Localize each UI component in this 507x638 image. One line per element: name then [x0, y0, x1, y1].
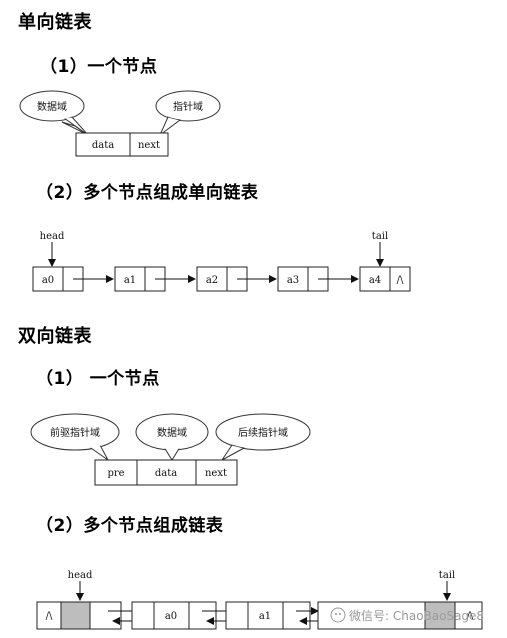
- field-data-label: data: [92, 140, 114, 151]
- singly-one-node-subtitle: （1）一个节点: [40, 57, 158, 77]
- prev-pointer-bubble: 前驱指针域: [30, 413, 120, 461]
- field-next-label: next: [138, 140, 160, 151]
- pointer-field-bubble: 指针域: [155, 90, 221, 137]
- next-pointer-bubble-label: 后续指针域: [238, 426, 288, 439]
- tail-label: tail: [439, 570, 455, 581]
- node-value: a1: [259, 611, 271, 622]
- data-field-bubble: 数据域: [19, 90, 89, 136]
- node-value: a3: [287, 275, 299, 286]
- singly-node-box: data next: [75, 132, 169, 157]
- null-pointer-symbol: /\: [46, 611, 53, 622]
- doubly-node-a1: a1: [225, 601, 311, 630]
- data-field-bubble-label: 数据域: [37, 100, 67, 113]
- doubly-node-diagram: 前驱指针域 数据域 后续指针域 pre data next: [30, 413, 311, 486]
- tail-label: tail: [372, 231, 388, 242]
- singly-linked-list-title: 单向链表: [18, 12, 92, 33]
- pointer-field-bubble-label: 指针域: [173, 100, 203, 113]
- watermark-text: 微信号: ChaoBaoSage8: [349, 609, 484, 623]
- watermark: 微信号: ChaoBaoSage8: [330, 607, 484, 623]
- field-pre-label: pre: [107, 468, 124, 479]
- node-value: a0: [165, 611, 177, 622]
- node-value: a4: [369, 275, 381, 286]
- doubly-node-head: /\: [36, 601, 122, 630]
- doubly-linked-list-title: 双向链表: [18, 326, 92, 347]
- singly-multi-node-subtitle: （2）多个节点组成单向链表: [36, 183, 259, 203]
- prev-pointer-bubble-label: 前驱指针域: [50, 426, 100, 439]
- data-field-bubble-label: 数据域: [157, 426, 187, 439]
- doubly-node-box: pre data next: [94, 459, 238, 486]
- doubly-multi-node-subtitle: （2）多个节点组成链表: [36, 516, 224, 536]
- wechat-icon: [330, 607, 346, 623]
- head-label: head: [40, 231, 65, 242]
- data-field-bubble: 数据域: [135, 413, 209, 461]
- next-pointer-bubble: 后续指针域: [215, 413, 311, 461]
- node-value: a2: [206, 275, 218, 286]
- doubly-one-node-subtitle: （1） 一个节点: [36, 369, 160, 389]
- field-data-label: data: [155, 468, 177, 479]
- doubly-node-a0: a0: [131, 601, 217, 630]
- node-value: a0: [42, 275, 54, 286]
- null-pointer-symbol: /\: [397, 275, 404, 286]
- singly-node-a4: a4 /\: [359, 266, 411, 292]
- singly-node-diagram: 数据域 指针域 data next: [19, 90, 221, 157]
- doubly-list-diagram: head tail /\ a0 a1 /\ 微信号: ChaoBaoSag: [36, 570, 484, 630]
- head-label: head: [68, 570, 93, 581]
- null-pointer-symbol: /\: [467, 611, 474, 622]
- field-next-label: next: [205, 468, 227, 479]
- node-value: a1: [124, 275, 136, 286]
- singly-list-diagram: head tail a0 a1 a2 a3 a4 /\: [32, 231, 411, 292]
